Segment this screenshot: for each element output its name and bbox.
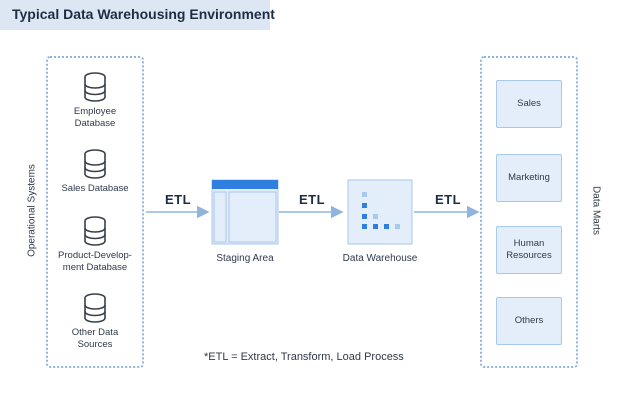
database-icon	[84, 293, 106, 323]
operational-systems-panel	[46, 56, 144, 368]
diagram-title: Typical Data Warehousing Environment	[12, 6, 275, 22]
source-product-development-database: Product-Develop- ment Database	[50, 216, 140, 274]
source-employee-database: Employee Database	[50, 72, 140, 130]
etl-label-3: ETL	[435, 192, 462, 207]
source-label: Employee Database	[73, 106, 117, 129]
staging-area-label: Staging Area	[216, 253, 274, 264]
database-icon	[84, 72, 106, 102]
data-marts-label: Data Marts	[590, 186, 602, 235]
title-banner: Typical Data Warehousing Environment	[0, 0, 275, 30]
source-other-data-sources: Other Data Sources	[50, 293, 140, 351]
mart-marketing: Marketing	[496, 154, 562, 202]
etl-footnote: *ETL = Extract, Transform, Load Process	[204, 351, 404, 363]
mart-human-resources: Human Resources	[496, 226, 562, 274]
database-icon	[84, 216, 106, 246]
data-warehouse-grid-icon	[347, 179, 413, 245]
mart-others: Others	[496, 297, 562, 345]
staging-table-icon	[211, 179, 279, 245]
database-icon	[84, 149, 106, 179]
mart-sales: Sales	[496, 80, 562, 128]
source-sales-database: Sales Database	[50, 149, 140, 195]
source-label: Sales Database	[61, 183, 129, 194]
etl-label-1: ETL	[165, 192, 192, 207]
source-label: Product-Develop- ment Database	[58, 250, 132, 273]
data-warehouse-label: Data Warehouse	[342, 253, 418, 264]
source-label: Other Data Sources	[71, 327, 119, 350]
etl-label-2: ETL	[299, 192, 326, 207]
data-marts-panel	[480, 56, 578, 368]
